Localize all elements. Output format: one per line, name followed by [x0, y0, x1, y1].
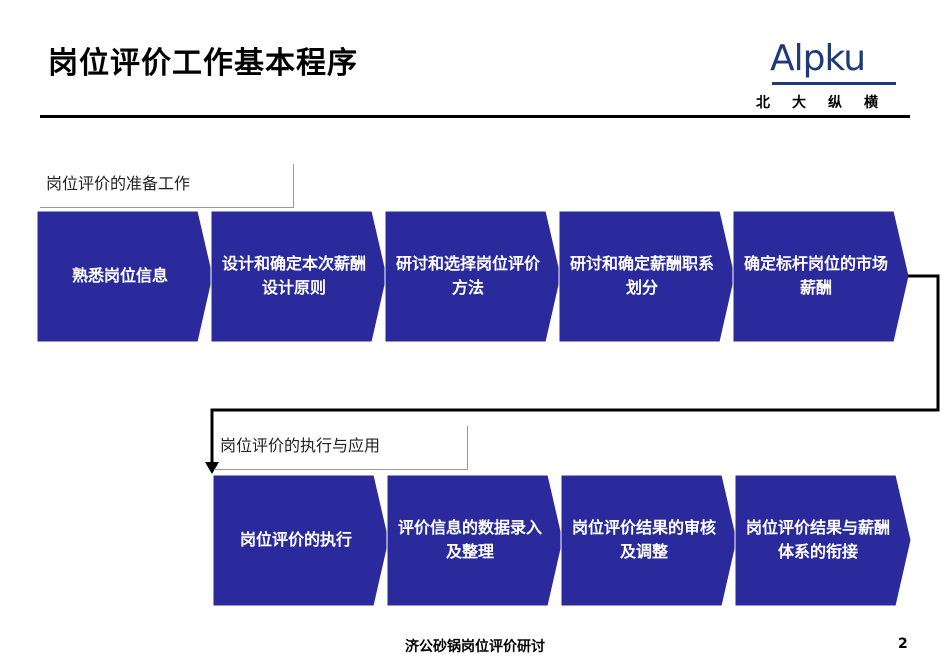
process-step: 研讨和确定薪酬职系划分 [558, 210, 736, 343]
page-number: 2 [898, 636, 908, 652]
section-label-preparation: 岗位评价的准备工作 [40, 164, 294, 208]
chevron-arrow-shape [734, 474, 912, 607]
page-title: 岗位评价工作基本程序 [48, 46, 358, 81]
step-label: 评价信息的数据录入及整理 [397, 518, 542, 561]
process-step: 评价信息的数据录入及整理 [386, 474, 564, 607]
logo-text: Alpku [770, 38, 866, 79]
process-step: 岗位评价的执行 [212, 474, 390, 607]
step-label: 岗位评价结果与薪酬体系的衔接 [745, 518, 890, 561]
step-label: 岗位评价结果的审核及调整 [571, 518, 716, 561]
chevron-arrow-shape [384, 210, 562, 343]
chevron-arrow-shape [386, 474, 564, 607]
step-label: 确定标杆岗位的市场薪酬 [743, 254, 888, 297]
chevron-arrow-shape [210, 210, 388, 343]
logo-underline [772, 82, 896, 85]
process-step: 岗位评价结果的审核及调整 [560, 474, 738, 607]
chevron-arrow-shape [212, 474, 390, 607]
process-step: 熟悉岗位信息 [36, 210, 214, 343]
chevron-arrow-shape [732, 210, 910, 343]
chevron-arrow-shape [558, 210, 736, 343]
process-step: 研讨和选择岗位评价方法 [384, 210, 562, 343]
step-label: 岗位评价的执行 [239, 530, 352, 549]
process-step: 岗位评价结果与薪酬体系的衔接 [734, 474, 912, 607]
step-label: 研讨和确定薪酬职系划分 [569, 254, 714, 297]
process-step: 设计和确定本次薪酬设计原则 [210, 210, 388, 343]
footer-title: 济公砂锅岗位评价研讨 [405, 639, 545, 655]
section-label-execution: 岗位评价的执行与应用 [214, 426, 468, 470]
step-label: 研讨和选择岗位评价方法 [395, 254, 540, 297]
header-divider [40, 115, 910, 118]
chevron-arrow-shape [560, 474, 738, 607]
step-label: 熟悉岗位信息 [71, 266, 168, 285]
company-logo: Alpku 北大纵横 [756, 38, 900, 111]
process-step: 确定标杆岗位的市场薪酬 [732, 210, 910, 343]
chevron-arrow-shape [36, 210, 214, 343]
step-label: 设计和确定本次薪酬设计原则 [221, 254, 366, 297]
logo-subtitle: 北大纵横 [756, 95, 900, 111]
